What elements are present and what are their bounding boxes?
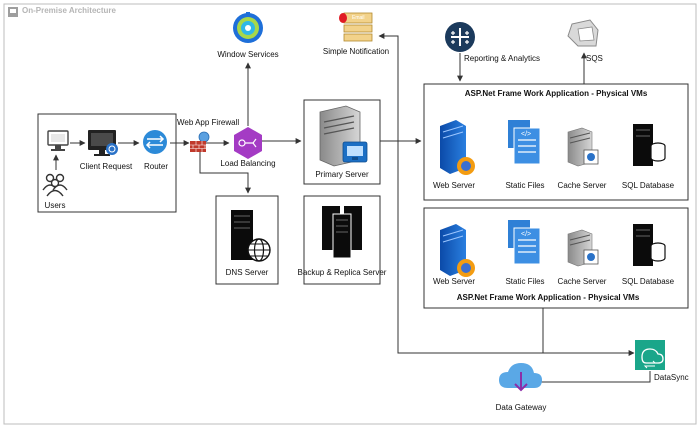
web-server-label-bottom: Web Server xyxy=(432,277,476,286)
svg-text:</>: </> xyxy=(521,231,531,238)
sqs-label: SQS xyxy=(586,54,603,63)
cache-server-icon-top xyxy=(567,127,599,167)
datasync-label: DataSync xyxy=(654,373,689,382)
email-notification-icon xyxy=(339,12,373,42)
diagram-title: On-Premise Architecture xyxy=(22,6,116,15)
window-services-icon xyxy=(233,12,263,43)
window-services-label: Window Services xyxy=(217,50,279,59)
waf-label: Web App Firewall xyxy=(177,118,240,127)
firewall-icon xyxy=(190,131,210,152)
static-files-icon-top: </> xyxy=(508,120,541,165)
sql-database-icon-bottom xyxy=(633,224,666,266)
primary-server-icon xyxy=(319,105,368,167)
users-icon xyxy=(42,173,68,197)
dns-server-icon xyxy=(231,210,271,262)
cache-server-icon-bottom xyxy=(567,229,599,267)
primary-server-label: Primary Server xyxy=(315,170,369,179)
web-server-icon-top xyxy=(440,120,475,175)
data-gateway-icon xyxy=(499,363,542,392)
frame-logo-icon xyxy=(8,7,18,17)
simple-notification-label: Simple Notification xyxy=(322,47,390,56)
static-files-icon-bottom: </> xyxy=(508,220,541,265)
svg-text:</>: </> xyxy=(521,131,531,138)
web-server-label-top: Web Server xyxy=(432,181,476,190)
data-gateway-label: Data Gateway xyxy=(495,403,547,412)
router-icon xyxy=(143,130,167,154)
client-request-label: Client Request xyxy=(79,162,133,171)
client-request-icon xyxy=(88,130,118,156)
static-files-label-top: Static Files xyxy=(505,181,545,190)
sql-database-icon-top xyxy=(633,124,666,166)
router-label: Router xyxy=(143,162,169,171)
dns-server-label: DNS Server xyxy=(225,268,269,277)
backup-server-icon xyxy=(322,206,362,259)
sqs-icon xyxy=(567,19,599,47)
sql-database-label-bottom: SQL Database xyxy=(621,277,675,286)
computer-icon xyxy=(47,130,69,151)
email-badge-label: Email xyxy=(352,15,365,21)
reporting-label: Reporting & Analytics xyxy=(464,54,541,63)
backup-server-label: Backup & Replica Server xyxy=(297,268,387,277)
reporting-analytics-icon xyxy=(445,22,475,52)
sql-database-label-top: SQL Database xyxy=(621,181,675,190)
connectors xyxy=(53,33,651,385)
web-server-icon-bottom xyxy=(440,224,475,277)
app-group-bottom-title: ASP.Net Frame Work Application - Physica… xyxy=(456,293,640,302)
cache-server-label-bottom: Cache Server xyxy=(557,277,607,286)
users-label: Users xyxy=(44,201,66,210)
load-balancer-icon xyxy=(234,127,262,159)
static-files-label-bottom: Static Files xyxy=(505,277,545,286)
datasync-icon xyxy=(635,340,665,370)
cache-server-label-top: Cache Server xyxy=(557,181,607,190)
load-balancing-label: Load Balancing xyxy=(220,159,276,168)
app-group-top-title: ASP.Net Frame Work Application - Physica… xyxy=(464,89,648,98)
